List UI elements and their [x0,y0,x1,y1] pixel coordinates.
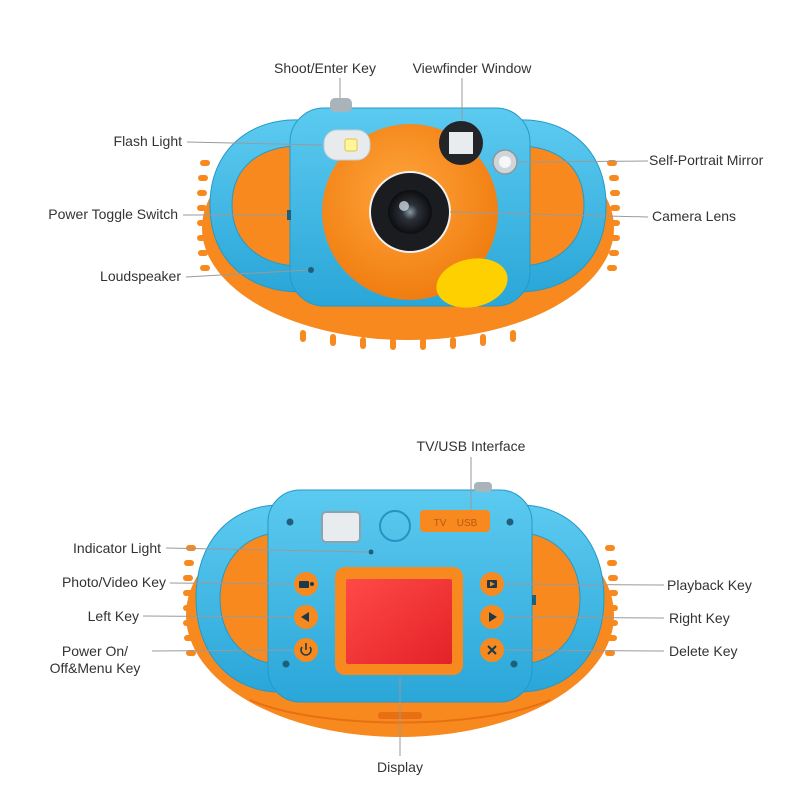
power-menu-key [294,638,318,662]
loudspeaker [308,267,314,273]
flash-light [323,129,371,161]
front-yellow-button [436,258,508,308]
callout-power-line2: Off&Menu Key [49,660,141,676]
left-key [294,605,318,629]
callout-power-toggle-switch: Power Toggle Switch [48,206,178,222]
indicator-light [368,549,374,555]
camera-mode-icon [299,581,314,588]
delete-key [480,638,504,662]
callout-photo-video-key: Photo/Video Key [61,574,166,590]
callout-left-key: Left Key [87,608,139,624]
right-arrow-icon [489,612,497,622]
callout-self-portrait-mirror: Self-Portrait Mirror [649,152,764,168]
back-circle-mark [379,510,411,542]
callout-flash-light: Flash Light [113,133,182,149]
camera-lens [369,171,451,253]
self-portrait-mirror [492,149,518,175]
callout-power-on-off-menu-key: Power On/ Off&Menu Key [40,643,150,677]
callout-power-line1: Power On/ [61,643,129,659]
shoot-button [330,98,352,112]
back-leader-lines [142,457,665,756]
callout-indicator-light: Indicator Light [73,540,161,556]
delete-x-icon [487,645,497,655]
callout-delete-key: Delete Key [669,643,738,659]
callout-viewfinder-window: Viewfinder Window [412,60,532,76]
callout-tv-usb-interface: TV/USB Interface [416,438,526,454]
front-camera [197,98,620,350]
screw-holes [282,518,518,668]
callout-shoot-enter-key: Shoot/Enter Key [274,60,376,76]
back-camera: TV USB [183,482,618,737]
photo-video-key [294,572,318,596]
callout-loudspeaker: Loudspeaker [100,268,181,284]
tv-usb-port: TV USB [420,510,490,532]
callout-camera-lens: Camera Lens [652,208,737,224]
callout-playback-key: Playback Key [667,577,752,593]
tv-port-label: TV [434,518,447,529]
callout-display: Display [377,759,423,775]
left-arrow-icon [301,612,309,622]
front-leader-lines [183,78,649,278]
right-key [480,605,504,629]
usb-port-label: USB [457,518,478,529]
display [335,567,463,675]
power-toggle-switch [287,210,291,220]
viewfinder-window [439,121,483,165]
callout-right-key: Right Key [669,610,730,626]
playback-key [480,572,504,596]
back-viewfinder [321,511,361,543]
power-icon [300,643,312,656]
